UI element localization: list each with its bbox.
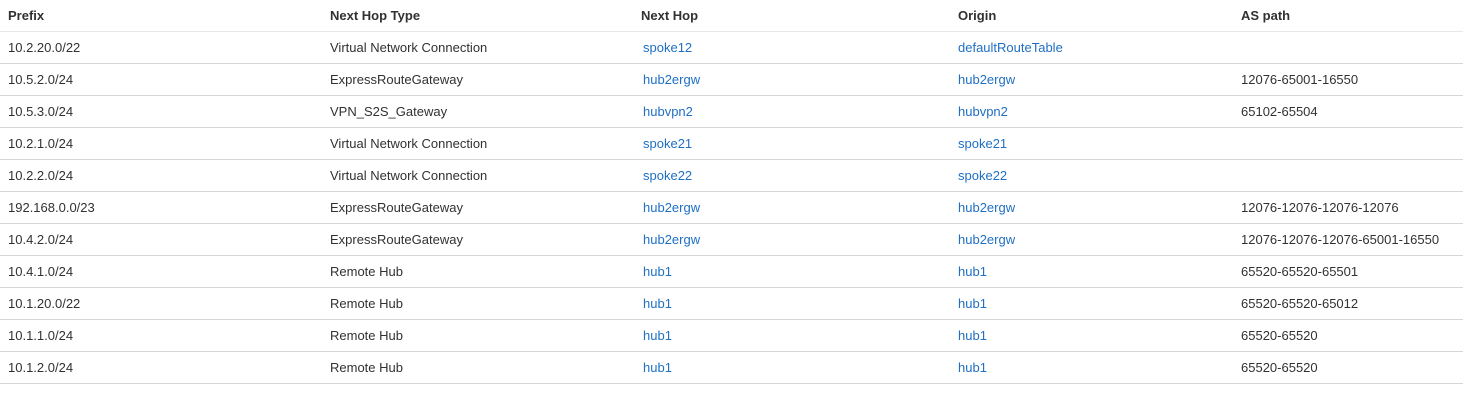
cell-prefix: 10.1.2.0/24 [0, 351, 319, 384]
cell-origin: defaultRouteTable [939, 31, 1233, 64]
origin-link[interactable]: defaultRouteTable [958, 40, 1063, 55]
cell-origin: hub1 [939, 255, 1233, 288]
next-hop-link[interactable]: hub1 [643, 360, 672, 375]
cell-as-path [1233, 127, 1463, 160]
next-hop-link[interactable]: hub1 [643, 328, 672, 343]
cell-next-hop-type: Remote Hub [319, 319, 635, 352]
cell-origin: hub1 [939, 319, 1233, 352]
cell-origin: hubvpn2 [939, 95, 1233, 128]
origin-link[interactable]: spoke21 [958, 136, 1008, 151]
origin-link[interactable]: hub1 [958, 360, 987, 375]
cell-as-path: 12076-12076-12076-12076 [1233, 191, 1463, 224]
cell-prefix: 10.5.2.0/24 [0, 63, 319, 96]
cell-origin: spoke22 [939, 159, 1233, 192]
cell-next-hop-type: Virtual Network Connection [319, 31, 635, 64]
cell-next-hop-type: ExpressRouteGateway [319, 191, 635, 224]
cell-prefix: 10.1.20.0/22 [0, 287, 319, 320]
column-header-as-path[interactable]: AS path [1233, 0, 1463, 32]
cell-next-hop-type: Virtual Network Connection [319, 159, 635, 192]
cell-next-hop: spoke22 [635, 159, 939, 192]
cell-prefix: 10.1.1.0/24 [0, 319, 319, 352]
column-header-next-hop[interactable]: Next Hop [635, 0, 939, 32]
cell-next-hop: spoke21 [635, 127, 939, 160]
cell-prefix: 10.2.20.0/22 [0, 31, 319, 64]
cell-next-hop-type: VPN_S2S_Gateway [319, 95, 635, 128]
next-hop-link[interactable]: hub1 [643, 296, 672, 311]
cell-origin: hub1 [939, 287, 1233, 320]
cell-next-hop: hub1 [635, 319, 939, 352]
cell-prefix: 10.2.1.0/24 [0, 127, 319, 160]
cell-next-hop-type: Remote Hub [319, 255, 635, 288]
next-hop-link[interactable]: hubvpn2 [643, 104, 693, 119]
effective-routes-table: Prefix Next Hop Type Next Hop Origin AS … [0, 0, 1463, 384]
cell-as-path [1233, 159, 1463, 192]
cell-prefix: 10.4.2.0/24 [0, 223, 319, 256]
next-hop-link[interactable]: spoke21 [643, 136, 693, 151]
cell-as-path: 65520-65520-65012 [1233, 287, 1463, 320]
cell-as-path: 65520-65520 [1233, 351, 1463, 384]
cell-next-hop: hubvpn2 [635, 95, 939, 128]
next-hop-link[interactable]: hub2ergw [643, 232, 701, 247]
next-hop-link[interactable]: hub2ergw [643, 72, 701, 87]
table-header-row: Prefix Next Hop Type Next Hop Origin AS … [0, 0, 1463, 32]
next-hop-link[interactable]: spoke12 [643, 40, 693, 55]
cell-prefix: 10.2.2.0/24 [0, 159, 319, 192]
cell-next-hop-type: Remote Hub [319, 287, 635, 320]
cell-as-path: 65520-65520-65501 [1233, 255, 1463, 288]
cell-next-hop: spoke12 [635, 31, 939, 64]
next-hop-link[interactable]: hub1 [643, 264, 672, 279]
cell-as-path: 65102-65504 [1233, 95, 1463, 128]
table-header: Prefix Next Hop Type Next Hop Origin AS … [0, 0, 1463, 32]
cell-as-path [1233, 31, 1463, 64]
cell-as-path: 12076-12076-12076-65001-16550 [1233, 223, 1463, 256]
cell-prefix: 192.168.0.0/23 [0, 191, 319, 224]
origin-link[interactable]: hubvpn2 [958, 104, 1008, 119]
cell-next-hop-type: ExpressRouteGateway [319, 223, 635, 256]
cell-origin: hub1 [939, 351, 1233, 384]
cell-prefix: 10.5.3.0/24 [0, 95, 319, 128]
cell-next-hop-type: ExpressRouteGateway [319, 63, 635, 96]
origin-link[interactable]: hub1 [958, 264, 987, 279]
next-hop-link[interactable]: hub2ergw [643, 200, 701, 215]
origin-link[interactable]: hub1 [958, 296, 987, 311]
cell-next-hop: hub2ergw [635, 191, 939, 224]
cell-prefix: 10.4.1.0/24 [0, 255, 319, 288]
origin-link[interactable]: hub2ergw [958, 200, 1016, 215]
cell-origin: hub2ergw [939, 223, 1233, 256]
cell-next-hop-type: Virtual Network Connection [319, 127, 635, 160]
column-header-origin[interactable]: Origin [939, 0, 1233, 32]
cell-next-hop-type: Remote Hub [319, 351, 635, 384]
cell-origin: hub2ergw [939, 63, 1233, 96]
origin-link[interactable]: hub1 [958, 328, 987, 343]
cell-next-hop: hub1 [635, 255, 939, 288]
cell-next-hop: hub2ergw [635, 223, 939, 256]
origin-link[interactable]: hub2ergw [958, 232, 1016, 247]
column-header-prefix[interactable]: Prefix [0, 0, 319, 32]
cell-next-hop: hub1 [635, 351, 939, 384]
next-hop-link[interactable]: spoke22 [643, 168, 693, 183]
cell-next-hop: hub2ergw [635, 63, 939, 96]
cell-origin: hub2ergw [939, 191, 1233, 224]
cell-origin: spoke21 [939, 127, 1233, 160]
column-header-next-hop-type[interactable]: Next Hop Type [319, 0, 635, 32]
origin-link[interactable]: hub2ergw [958, 72, 1016, 87]
cell-as-path: 65520-65520 [1233, 319, 1463, 352]
origin-link[interactable]: spoke22 [958, 168, 1008, 183]
cell-as-path: 12076-65001-16550 [1233, 63, 1463, 96]
cell-next-hop: hub1 [635, 287, 939, 320]
